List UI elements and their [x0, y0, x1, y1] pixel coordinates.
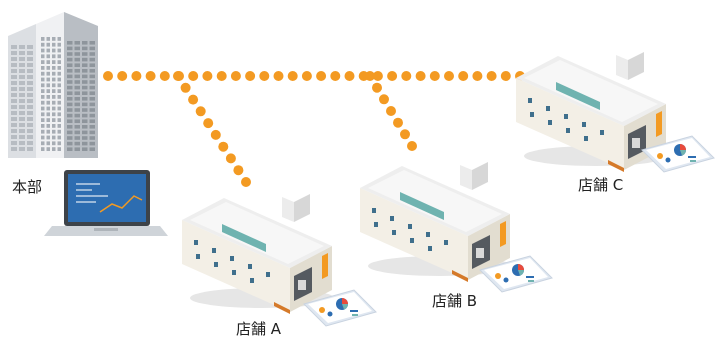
link-dot: [203, 118, 214, 129]
link-dot: [210, 129, 221, 140]
network-links: [103, 71, 525, 187]
store-building-icon: [516, 52, 668, 172]
link-dot: [225, 153, 236, 164]
link-dot: [400, 129, 410, 140]
link-dot: [372, 82, 382, 93]
link-dot: [117, 71, 128, 81]
link-dot: [188, 94, 199, 105]
link-dot: [379, 94, 389, 105]
link-dot: [444, 71, 454, 81]
link-dot: [145, 71, 156, 81]
store-building-icon: [360, 162, 512, 282]
link-dot: [180, 82, 191, 93]
link-dot: [365, 71, 375, 81]
store-a-label: 店舗 A: [236, 320, 282, 338]
link-dot: [372, 71, 383, 81]
link-dot: [393, 117, 403, 128]
link-dot: [486, 71, 497, 81]
hq-label: 本部: [12, 178, 43, 196]
link-dot: [159, 71, 170, 81]
link-dot: [188, 71, 199, 81]
link-dot: [173, 71, 183, 81]
link-dot: [287, 71, 298, 81]
link-dot: [103, 71, 113, 81]
laptop-icon: [44, 170, 168, 236]
link-dot: [401, 71, 412, 81]
link-dot: [230, 71, 241, 81]
link-dot: [216, 71, 227, 81]
link-dot: [472, 71, 483, 81]
link-dot: [344, 71, 355, 81]
link-dot: [429, 71, 440, 81]
link-dot: [259, 71, 270, 81]
link-dot: [195, 106, 206, 117]
link-dot: [386, 106, 396, 116]
office-tower-icon: [8, 12, 98, 158]
store-building-icon: [182, 194, 334, 314]
store-b-label: 店舗 B: [432, 292, 478, 310]
link-dot: [131, 71, 142, 81]
link-dot: [458, 71, 469, 81]
link-dot: [407, 141, 417, 151]
link-dot: [415, 71, 426, 81]
link-dot: [241, 177, 251, 187]
link-dot: [316, 71, 327, 81]
link-dot: [330, 71, 341, 81]
link-dot: [387, 71, 398, 81]
link-dot: [500, 71, 511, 81]
link-dot: [218, 141, 229, 152]
link-dot: [245, 71, 256, 81]
link-dot: [301, 71, 312, 81]
store-c-label: 店舗 C: [578, 176, 624, 194]
link-dot: [273, 71, 284, 81]
link-dot: [202, 71, 213, 81]
link-dot: [233, 165, 244, 176]
